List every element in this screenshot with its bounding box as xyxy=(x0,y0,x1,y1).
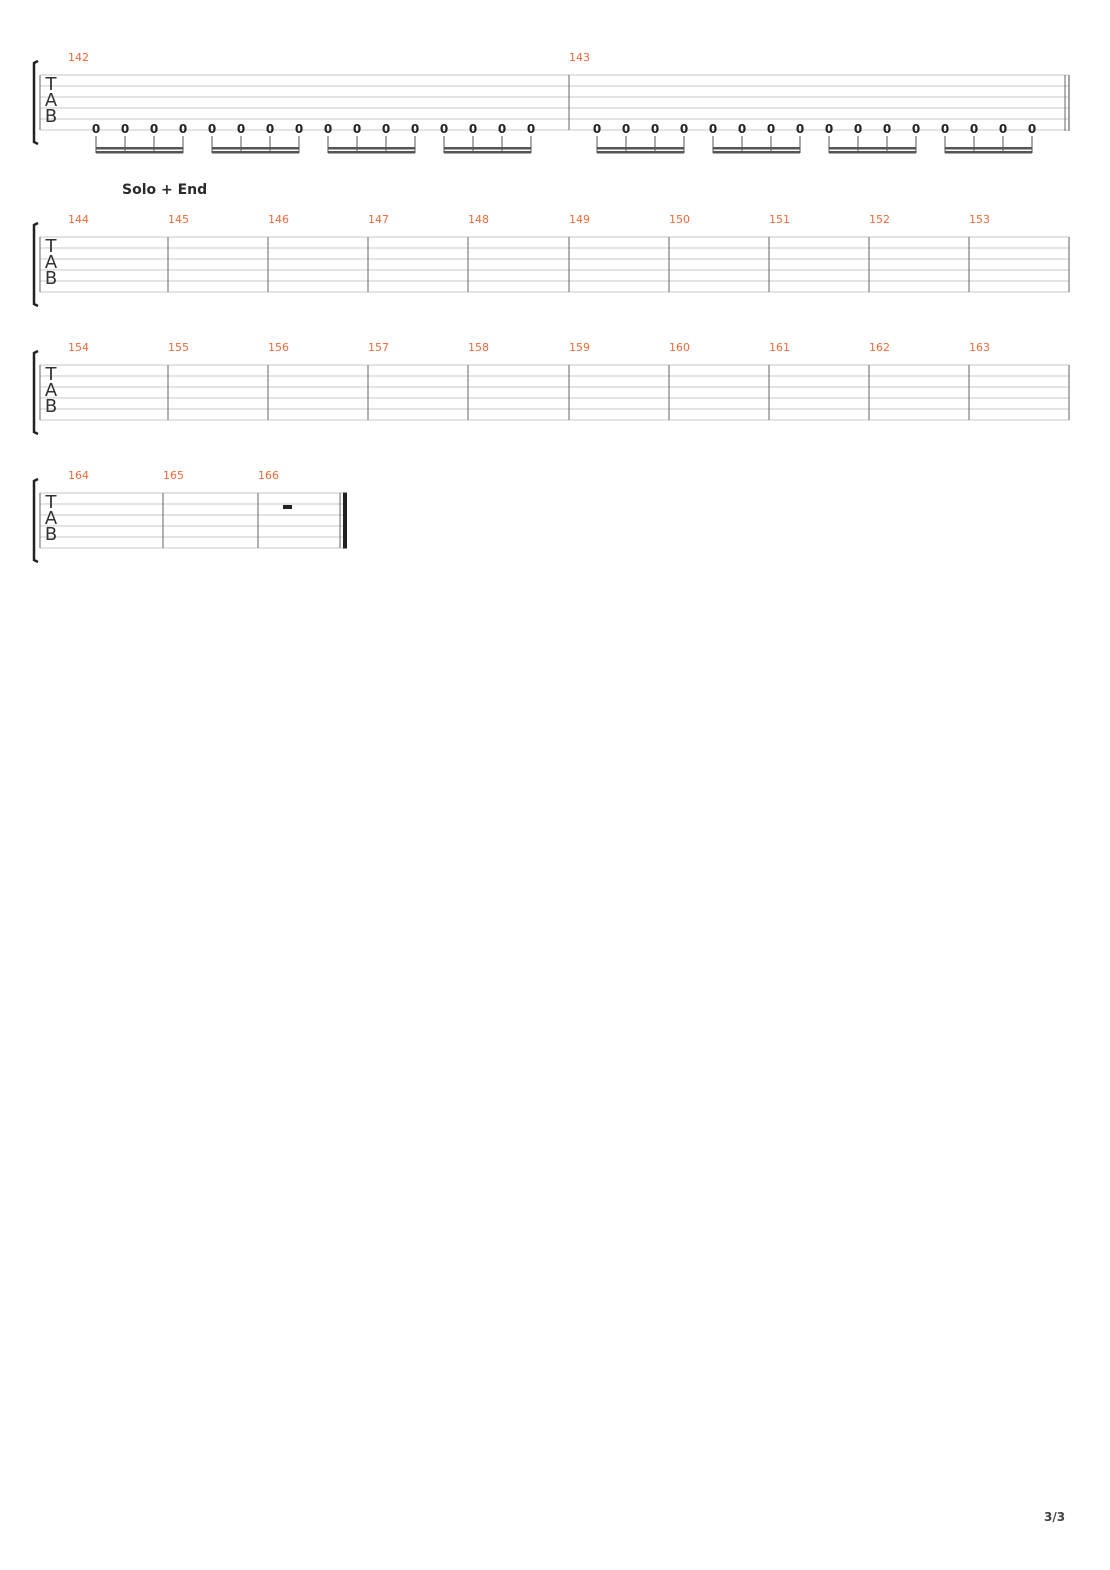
fret-number: 0 xyxy=(912,122,920,136)
tab-clef-letter: T xyxy=(45,492,58,513)
fret-number: 0 xyxy=(150,122,158,136)
beam xyxy=(713,147,800,150)
bar-number: 156 xyxy=(268,341,289,354)
fret-number: 0 xyxy=(825,122,833,136)
fret-number: 0 xyxy=(622,122,630,136)
beam xyxy=(713,151,800,154)
tab-clef-letter: B xyxy=(45,268,57,289)
fret-number: 0 xyxy=(767,122,775,136)
fret-number: 0 xyxy=(266,122,274,136)
fret-number: 0 xyxy=(527,122,535,136)
bar-number: 144 xyxy=(68,213,89,226)
tab-clef-letter: A xyxy=(45,380,58,401)
bar-number: 150 xyxy=(669,213,690,226)
bar-number: 158 xyxy=(468,341,489,354)
fret-number: 0 xyxy=(796,122,804,136)
system-bracket xyxy=(32,349,39,436)
fret-number: 0 xyxy=(680,122,688,136)
beam xyxy=(96,147,183,150)
bar-number: 163 xyxy=(969,341,990,354)
fret-number: 0 xyxy=(237,122,245,136)
beam xyxy=(328,147,415,150)
fret-number: 0 xyxy=(1028,122,1036,136)
bar-number: 152 xyxy=(869,213,890,226)
beam xyxy=(829,147,916,150)
tab-clef-letter: A xyxy=(45,252,58,273)
fret-number: 0 xyxy=(179,122,187,136)
fret-number: 0 xyxy=(411,122,419,136)
bar-number: 164 xyxy=(68,469,89,482)
bar-number: 157 xyxy=(368,341,389,354)
beam xyxy=(597,151,684,154)
system-bracket xyxy=(32,221,39,308)
page-indicator: 3/3 xyxy=(1044,1510,1066,1524)
final-bar-thick xyxy=(343,492,347,549)
bar-number: 143 xyxy=(569,51,590,64)
tab-clef-letter: A xyxy=(45,508,58,529)
half-rest xyxy=(283,505,292,509)
beam xyxy=(945,151,1032,154)
beam xyxy=(945,147,1032,150)
tab-clef-letter: B xyxy=(45,524,57,545)
bar-number: 162 xyxy=(869,341,890,354)
tab-clef-letter: T xyxy=(45,74,58,95)
fret-number: 0 xyxy=(593,122,601,136)
fret-number: 0 xyxy=(382,122,390,136)
fret-number: 0 xyxy=(469,122,477,136)
tab-clef-letter: T xyxy=(45,364,58,385)
tab-clef-letter: B xyxy=(45,106,57,127)
fret-number: 0 xyxy=(295,122,303,136)
fret-number: 0 xyxy=(92,122,100,136)
fret-number: 0 xyxy=(709,122,717,136)
fret-number: 0 xyxy=(353,122,361,136)
fret-number: 0 xyxy=(941,122,949,136)
bar-number: 165 xyxy=(163,469,184,482)
beam xyxy=(597,147,684,150)
fret-number: 0 xyxy=(208,122,216,136)
tab-clef-letter: T xyxy=(45,236,58,257)
tab-clef-letter: B xyxy=(45,396,57,417)
beam xyxy=(96,151,183,154)
beam xyxy=(212,151,299,154)
section-marker: Solo + End xyxy=(122,182,208,198)
fret-number: 0 xyxy=(970,122,978,136)
beam xyxy=(829,151,916,154)
fret-number: 0 xyxy=(498,122,506,136)
tab-system: TAB 154 155 156 157 158 159 160 161 162 163 xyxy=(32,341,1070,436)
fret-number: 0 xyxy=(121,122,129,136)
fret-number: 0 xyxy=(651,122,659,136)
system-bracket xyxy=(32,477,39,564)
fret-number: 0 xyxy=(440,122,448,136)
fret-number: 0 xyxy=(854,122,862,136)
bar-number: 142 xyxy=(68,51,89,64)
fret-number: 0 xyxy=(324,122,332,136)
bar-number: 160 xyxy=(669,341,690,354)
bar-number: 151 xyxy=(769,213,790,226)
beam xyxy=(328,151,415,154)
bar-number: 159 xyxy=(569,341,590,354)
fret-number: 0 xyxy=(883,122,891,136)
tab-clef-letter: A xyxy=(45,90,58,111)
beam xyxy=(444,151,531,154)
beam xyxy=(212,147,299,150)
bar-number: 153 xyxy=(969,213,990,226)
bar-number: 148 xyxy=(468,213,489,226)
bar-number: 149 xyxy=(569,213,590,226)
tab-system: TAB 144 145 146 147 148 149 150 151 152 153 xyxy=(32,213,1070,308)
bar-number: 155 xyxy=(168,341,189,354)
beam xyxy=(444,147,531,150)
fret-number: 0 xyxy=(738,122,746,136)
bar-number: 145 xyxy=(168,213,189,226)
bar-number: 166 xyxy=(258,469,279,482)
bar-number: 147 xyxy=(368,213,389,226)
bar-number: 161 xyxy=(769,341,790,354)
tab-system: TAB 164 165 166 xyxy=(32,469,347,564)
fret-number: 0 xyxy=(999,122,1007,136)
bar-number: 154 xyxy=(68,341,89,354)
tab-system: TAB 142 0 0 0 0 0 0 0 0 0 0 0 0 0 0 0 0 143 0 0 0 0 0 0 0 0 0 0 0 0 0 0 0… xyxy=(32,51,1070,154)
bar-number: 146 xyxy=(268,213,289,226)
system-bracket xyxy=(32,59,39,146)
